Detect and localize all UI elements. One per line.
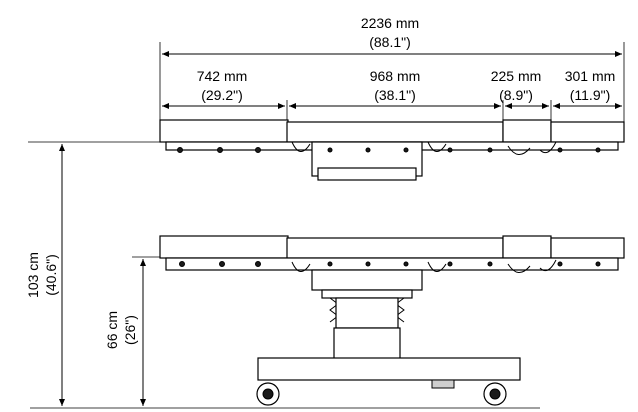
middle-section-in: (38.1") [374,87,416,103]
table-lowered [30,235,625,409]
leg-section-a-in: (8.9") [499,87,533,103]
total-length-mm: 2236 mm [361,15,419,31]
vertical-dimensions: 103 cm (40.6") 66 cm (26") [25,144,146,406]
leg-section-b-mm: 301 mm [565,68,616,84]
head-section-mm: 742 mm [197,68,248,84]
horizontal-dimensions: 2236 mm (88.1") 742 mm (29.2") 968 mm (3… [159,15,625,130]
min-height-cm: 66 cm [104,311,120,349]
max-height-in: (40.6") [43,254,59,296]
middle-section-mm: 968 mm [370,68,421,84]
head-section-in: (29.2") [201,87,243,103]
min-height-in: (26") [122,315,138,345]
leg-section-b-in: (11.9") [570,87,611,103]
tabletop-raised [28,119,625,181]
max-height-cm: 103 cm [25,252,41,298]
leg-section-a-mm: 225 mm [491,68,542,84]
total-length-in: (88.1") [369,34,411,50]
